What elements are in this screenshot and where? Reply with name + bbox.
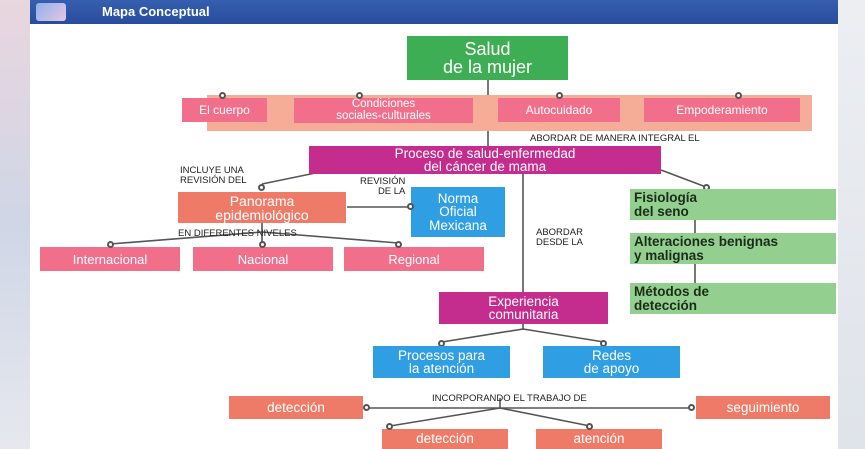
node-autocuidado: Autocuidado (498, 98, 620, 122)
node-atencion: atención (536, 429, 662, 449)
window-title: Mapa Conceptual (102, 4, 210, 19)
connector-node (219, 92, 226, 99)
node-condiciones: Condiciones sociales-culturales (294, 98, 473, 123)
node-empoderamiento: Empoderamiento (644, 98, 800, 122)
connector-label-abordar-desde: ABORDAR DESDE LA (536, 227, 583, 248)
connector-node (735, 92, 742, 99)
connector-node (386, 423, 393, 430)
node-deteccion-left: detección (229, 396, 363, 419)
node-procesos: Procesos para la atención (373, 346, 510, 378)
node-el-cuerpo: El cuerpo (182, 98, 267, 122)
connector-label-niveles: EN DIFERENTES NIVELES (178, 228, 297, 239)
root-node-salud-mujer: Salud de la mujer (407, 36, 568, 80)
node-internacional: Internacional (40, 247, 180, 271)
node-proceso: Proceso de salud-enfermedad del cáncer d… (309, 146, 661, 174)
connector-node (395, 241, 402, 248)
node-norma: Norma Oficial Mexicana (411, 187, 505, 237)
connector-label-incorporando: INCORPORANDO EL TRABAJO DE (432, 393, 587, 404)
node-metodos: Métodos de detección (630, 283, 836, 314)
connector-node (258, 184, 265, 191)
connector-label-revision: REVISIÓN DE LA (360, 176, 406, 197)
node-fisiologia: Fisiología del seno (630, 189, 836, 220)
node-alteraciones: Alteraciones benignas y malignas (630, 233, 836, 264)
node-regional: Regional (344, 247, 484, 271)
node-nacional: Nacional (193, 247, 333, 271)
node-deteccion-bottom: detección (382, 429, 508, 449)
desktop-background-right (838, 0, 865, 449)
connector-node (356, 92, 363, 99)
connector-node (363, 404, 370, 411)
connector-label-integral: ABORDAR DE MANERA INTEGRAL EL (530, 133, 700, 144)
connector-node (259, 241, 266, 248)
connector-label-incluye: INCLUYE UNA REVISIÓN DEL (180, 165, 247, 186)
node-panorama: Panorama epidemiológico (178, 192, 346, 223)
node-experiencia: Experiencia comunitaria (439, 292, 608, 324)
node-redes: Redes de apoyo (543, 346, 680, 378)
connector-node (556, 92, 563, 99)
connector-node (407, 203, 414, 210)
connector-node (688, 404, 695, 411)
app-logo-icon (36, 3, 66, 21)
window-titlebar: Mapa Conceptual (30, 0, 838, 24)
desktop-background-left (0, 0, 30, 449)
connector-node (107, 241, 114, 248)
node-seguimiento: seguimiento (696, 396, 830, 419)
concept-map-canvas: Salud de la mujer El cuerpo Condiciones … (30, 24, 838, 449)
connector-node (586, 423, 593, 430)
